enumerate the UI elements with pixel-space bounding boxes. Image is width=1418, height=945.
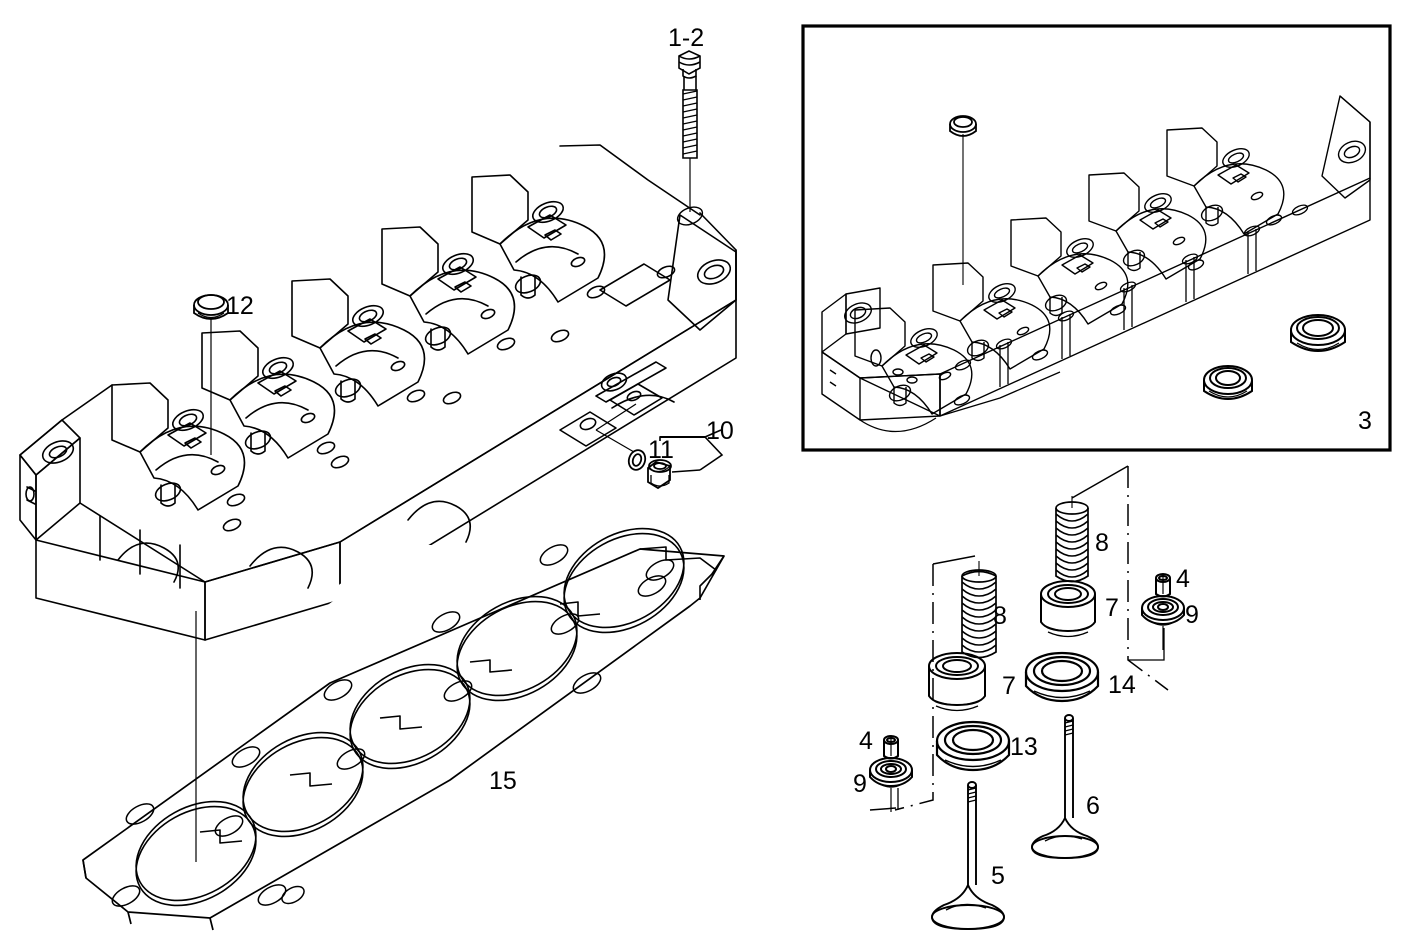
valve-stem-seal-intake	[935, 720, 1011, 772]
core-plug	[193, 294, 229, 455]
callout-14: 14	[1108, 671, 1136, 699]
cylinder-head-inset-assembly	[821, 66, 1371, 433]
valve-spring-seat-exhaust	[1040, 580, 1096, 638]
intake-valve	[931, 781, 1005, 930]
valve-retainer-exhaust	[1141, 595, 1185, 650]
inset-core-plug	[949, 115, 977, 285]
callout-7-exhaust: 7	[1105, 594, 1119, 622]
cylinder-head-gasket	[82, 527, 725, 931]
assembly-bracket-intake	[894, 564, 934, 811]
valve-cotter-exhaust	[1155, 573, 1171, 598]
valve-spring-intake	[961, 561, 997, 659]
retainer-bracket-exhaust	[1128, 628, 1165, 661]
inset-seal-large	[1290, 314, 1346, 352]
callout-5: 5	[991, 862, 1005, 890]
assembly-bracket-intake-top	[869, 555, 976, 811]
callout-4-exhaust: 4	[1176, 565, 1190, 593]
valve-cotter-intake	[883, 735, 899, 760]
callout-13: 13	[1010, 733, 1038, 761]
callout-12: 12	[226, 292, 254, 320]
callout-4-intake: 4	[859, 727, 873, 755]
callout-11: 11	[648, 436, 674, 464]
valve-stem-seal-exhaust	[1024, 651, 1100, 703]
callout-8-exhaust: 8	[1095, 529, 1109, 557]
cylinder-head-bolt	[676, 50, 704, 226]
exhaust-valve	[1031, 714, 1099, 859]
inset-box-3	[801, 24, 1392, 452]
callout-1-2: 1-2	[668, 24, 705, 52]
plug-assembly-10	[595, 403, 724, 490]
callout-15: 15	[489, 767, 517, 795]
callout-9-exhaust: 9	[1185, 601, 1199, 629]
callout-9-intake: 9	[853, 770, 867, 798]
callout-6: 6	[1086, 792, 1100, 820]
assembly-bracket-exhaust	[1127, 466, 1169, 691]
callout-8-intake: 8	[993, 602, 1007, 630]
callout-3: 3	[1358, 407, 1372, 435]
valve-spring-exhaust	[1055, 496, 1089, 583]
assembly-bracket-exhaust-top	[1071, 465, 1129, 499]
inset-seal-small	[1203, 365, 1253, 400]
callout-7-intake: 7	[1002, 672, 1016, 700]
callout-10: 10	[706, 417, 734, 445]
cylinder-head-main	[19, 144, 737, 641]
valve-retainer-intake	[869, 757, 913, 812]
valve-spring-seat-intake	[928, 652, 986, 712]
